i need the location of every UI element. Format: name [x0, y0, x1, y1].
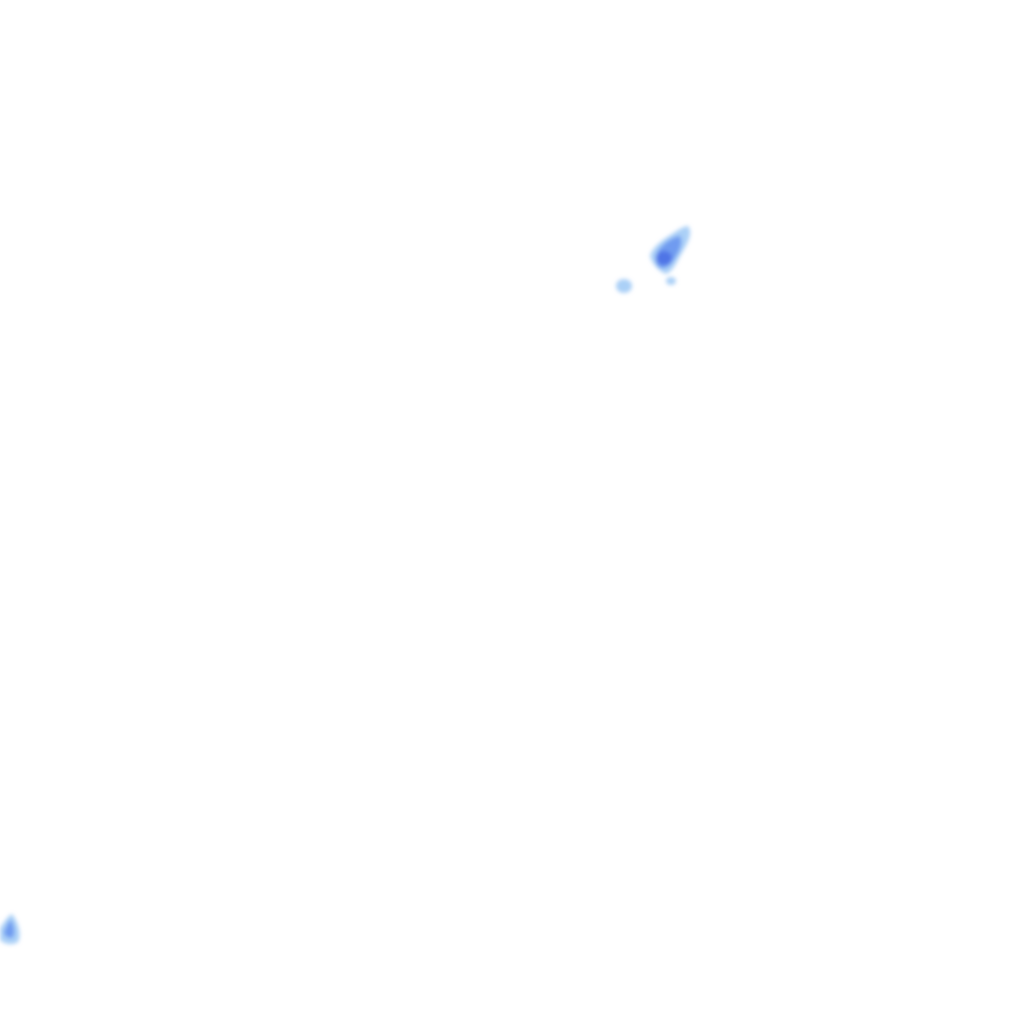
echo-trail-shape — [666, 277, 676, 285]
echo-cell-north-east-core — [656, 251, 672, 265]
echo-spot-shape — [616, 279, 632, 293]
echo-cell-south-west-core — [4, 920, 15, 938]
echo-cell-north-east-spot — [616, 279, 632, 293]
echo-cell-south-west — [0, 914, 20, 945]
echo-cell-north-east — [650, 226, 691, 274]
echo-cell-north-east-trail — [666, 277, 676, 285]
